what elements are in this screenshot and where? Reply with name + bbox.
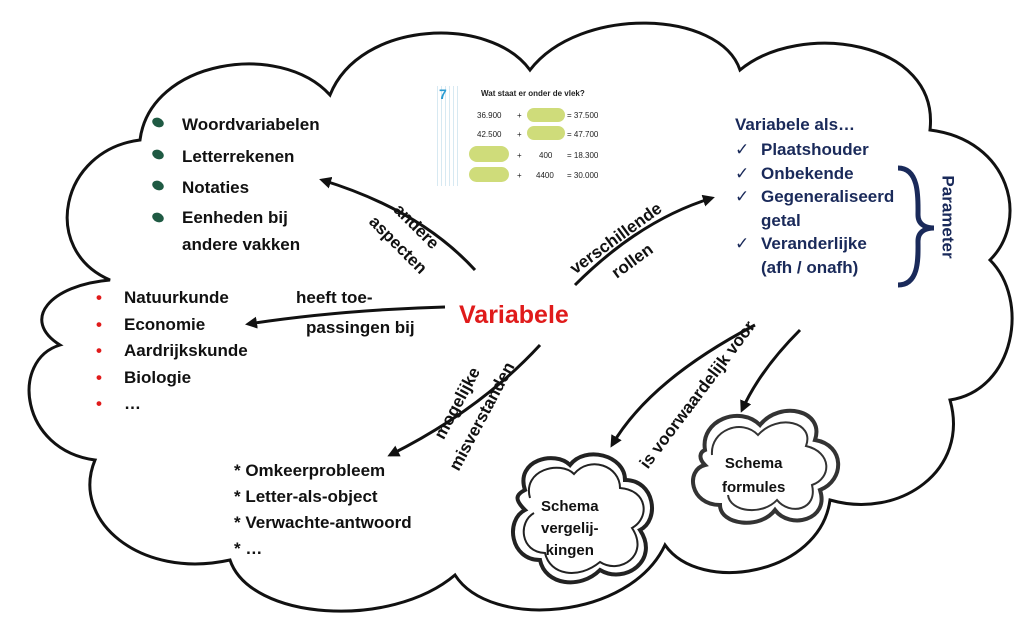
ink-blot <box>469 146 509 162</box>
ws-cell: 42.500 <box>477 130 502 139</box>
ws-cell: = 18.300 <box>567 151 599 160</box>
list-item-label: Veranderlijke <box>761 234 867 253</box>
schema-label-line: formules <box>722 479 786 496</box>
schema-cloud-1 <box>511 452 654 585</box>
list-item-label: getal <box>761 210 801 230</box>
list-item: Eenheden bij andere vakken <box>152 204 320 258</box>
list-item: * Letter-als-object <box>234 487 378 506</box>
center-label: Variabele <box>459 301 569 329</box>
ink-blot <box>527 126 565 140</box>
bracket-label: Parameter <box>938 175 958 259</box>
list-item: ✓ Plaatshouder <box>735 138 894 162</box>
list-item: Notaties <box>152 172 320 204</box>
list-item-line: Eenheden bij <box>182 207 288 227</box>
ws-cell: 400 <box>539 151 553 160</box>
check-icon: ✓ <box>735 187 750 206</box>
ws-cell: 4400 <box>536 171 554 180</box>
arrow-prereq-2 <box>740 328 802 413</box>
list-item-label: Onbekende <box>761 163 854 183</box>
list-item: Woordvariabelen <box>152 109 320 141</box>
arrow-applications <box>245 305 446 329</box>
schema-label-line: vergelij- <box>541 520 599 537</box>
list-item-label: Plaatshouder <box>761 140 869 159</box>
list-item: ✓ Veranderlijke (afh / onafh) <box>735 232 894 279</box>
roles-heading: Variabele als… <box>735 115 856 134</box>
list-item: * Verwachte-antwoord <box>234 513 412 532</box>
list-item-label: (afh / onafh) <box>761 257 859 277</box>
ws-cell: = 47.700 <box>567 130 599 139</box>
list-item-line: andere vakken <box>182 234 301 254</box>
ws-cell: 36.900 <box>477 111 502 120</box>
list-item: Natuurkunde <box>96 285 248 312</box>
worksheet-image: 7 Wat staat er onder de vlek? 36.900 + =… <box>437 86 629 186</box>
link-label-line: passingen bij <box>306 318 415 337</box>
roles-list: ✓ Plaatshouder ✓ Onbekende ✓ Gegeneraliseer… <box>735 138 894 279</box>
check-icon: ✓ <box>735 140 750 159</box>
schema-label-line: kingen <box>545 542 594 559</box>
brace <box>897 165 935 288</box>
ws-cell: + <box>517 130 522 139</box>
list-item: ✓ Gegeneraliseerd getal <box>735 185 894 232</box>
schema-label-line: Schema <box>541 498 599 515</box>
list-item: … <box>96 391 248 418</box>
worksheet-number: 7 <box>439 86 447 102</box>
applications-list: Natuurkunde Economie Aardrijkskunde Biol… <box>96 285 248 418</box>
arrow-prereq-1 <box>610 323 756 448</box>
link-label-applications: heeft toe- passingen bij <box>296 283 415 343</box>
arrow-misconceptions <box>387 343 542 457</box>
worksheet-stripe <box>437 86 459 186</box>
schema-cloud-2 <box>691 408 841 525</box>
ws-cell: + <box>517 151 522 160</box>
arrow-roles <box>573 194 715 287</box>
list-item: Economie <box>96 312 248 339</box>
list-item-label: Gegeneraliseerd <box>761 187 895 206</box>
worksheet-title: Wat staat er onder de vlek? <box>481 89 585 98</box>
aspects-list: Woordvariabelen Letterrekenen Notaties E… <box>152 109 320 258</box>
ws-cell: = 30.000 <box>567 171 599 180</box>
schema-label-line: Schema <box>724 455 783 472</box>
ink-blot <box>469 167 509 182</box>
schema-label-1: Schema vergelij- kingen <box>541 496 599 562</box>
schema-label-2: Schema formules <box>722 452 785 500</box>
list-item: Letterrekenen <box>152 141 320 173</box>
misconceptions-list: * Omkeerprobleem * Letter-als-object * V… <box>234 458 412 562</box>
list-item: * Omkeerprobleem <box>234 461 386 480</box>
check-icon: ✓ <box>735 163 750 183</box>
arrow-aspects <box>319 176 477 272</box>
list-item: Aardrijkskunde <box>96 338 248 365</box>
list-item: ✓ Onbekende <box>735 162 894 186</box>
list-item: * … <box>234 539 263 558</box>
ws-cell: = 37.500 <box>567 111 599 120</box>
link-label-line: heeft toe- <box>296 288 373 307</box>
ink-blot <box>527 108 565 122</box>
ws-cell: + <box>517 111 522 120</box>
ws-cell: + <box>517 171 522 180</box>
list-item: Biologie <box>96 365 248 392</box>
check-icon: ✓ <box>735 234 750 253</box>
